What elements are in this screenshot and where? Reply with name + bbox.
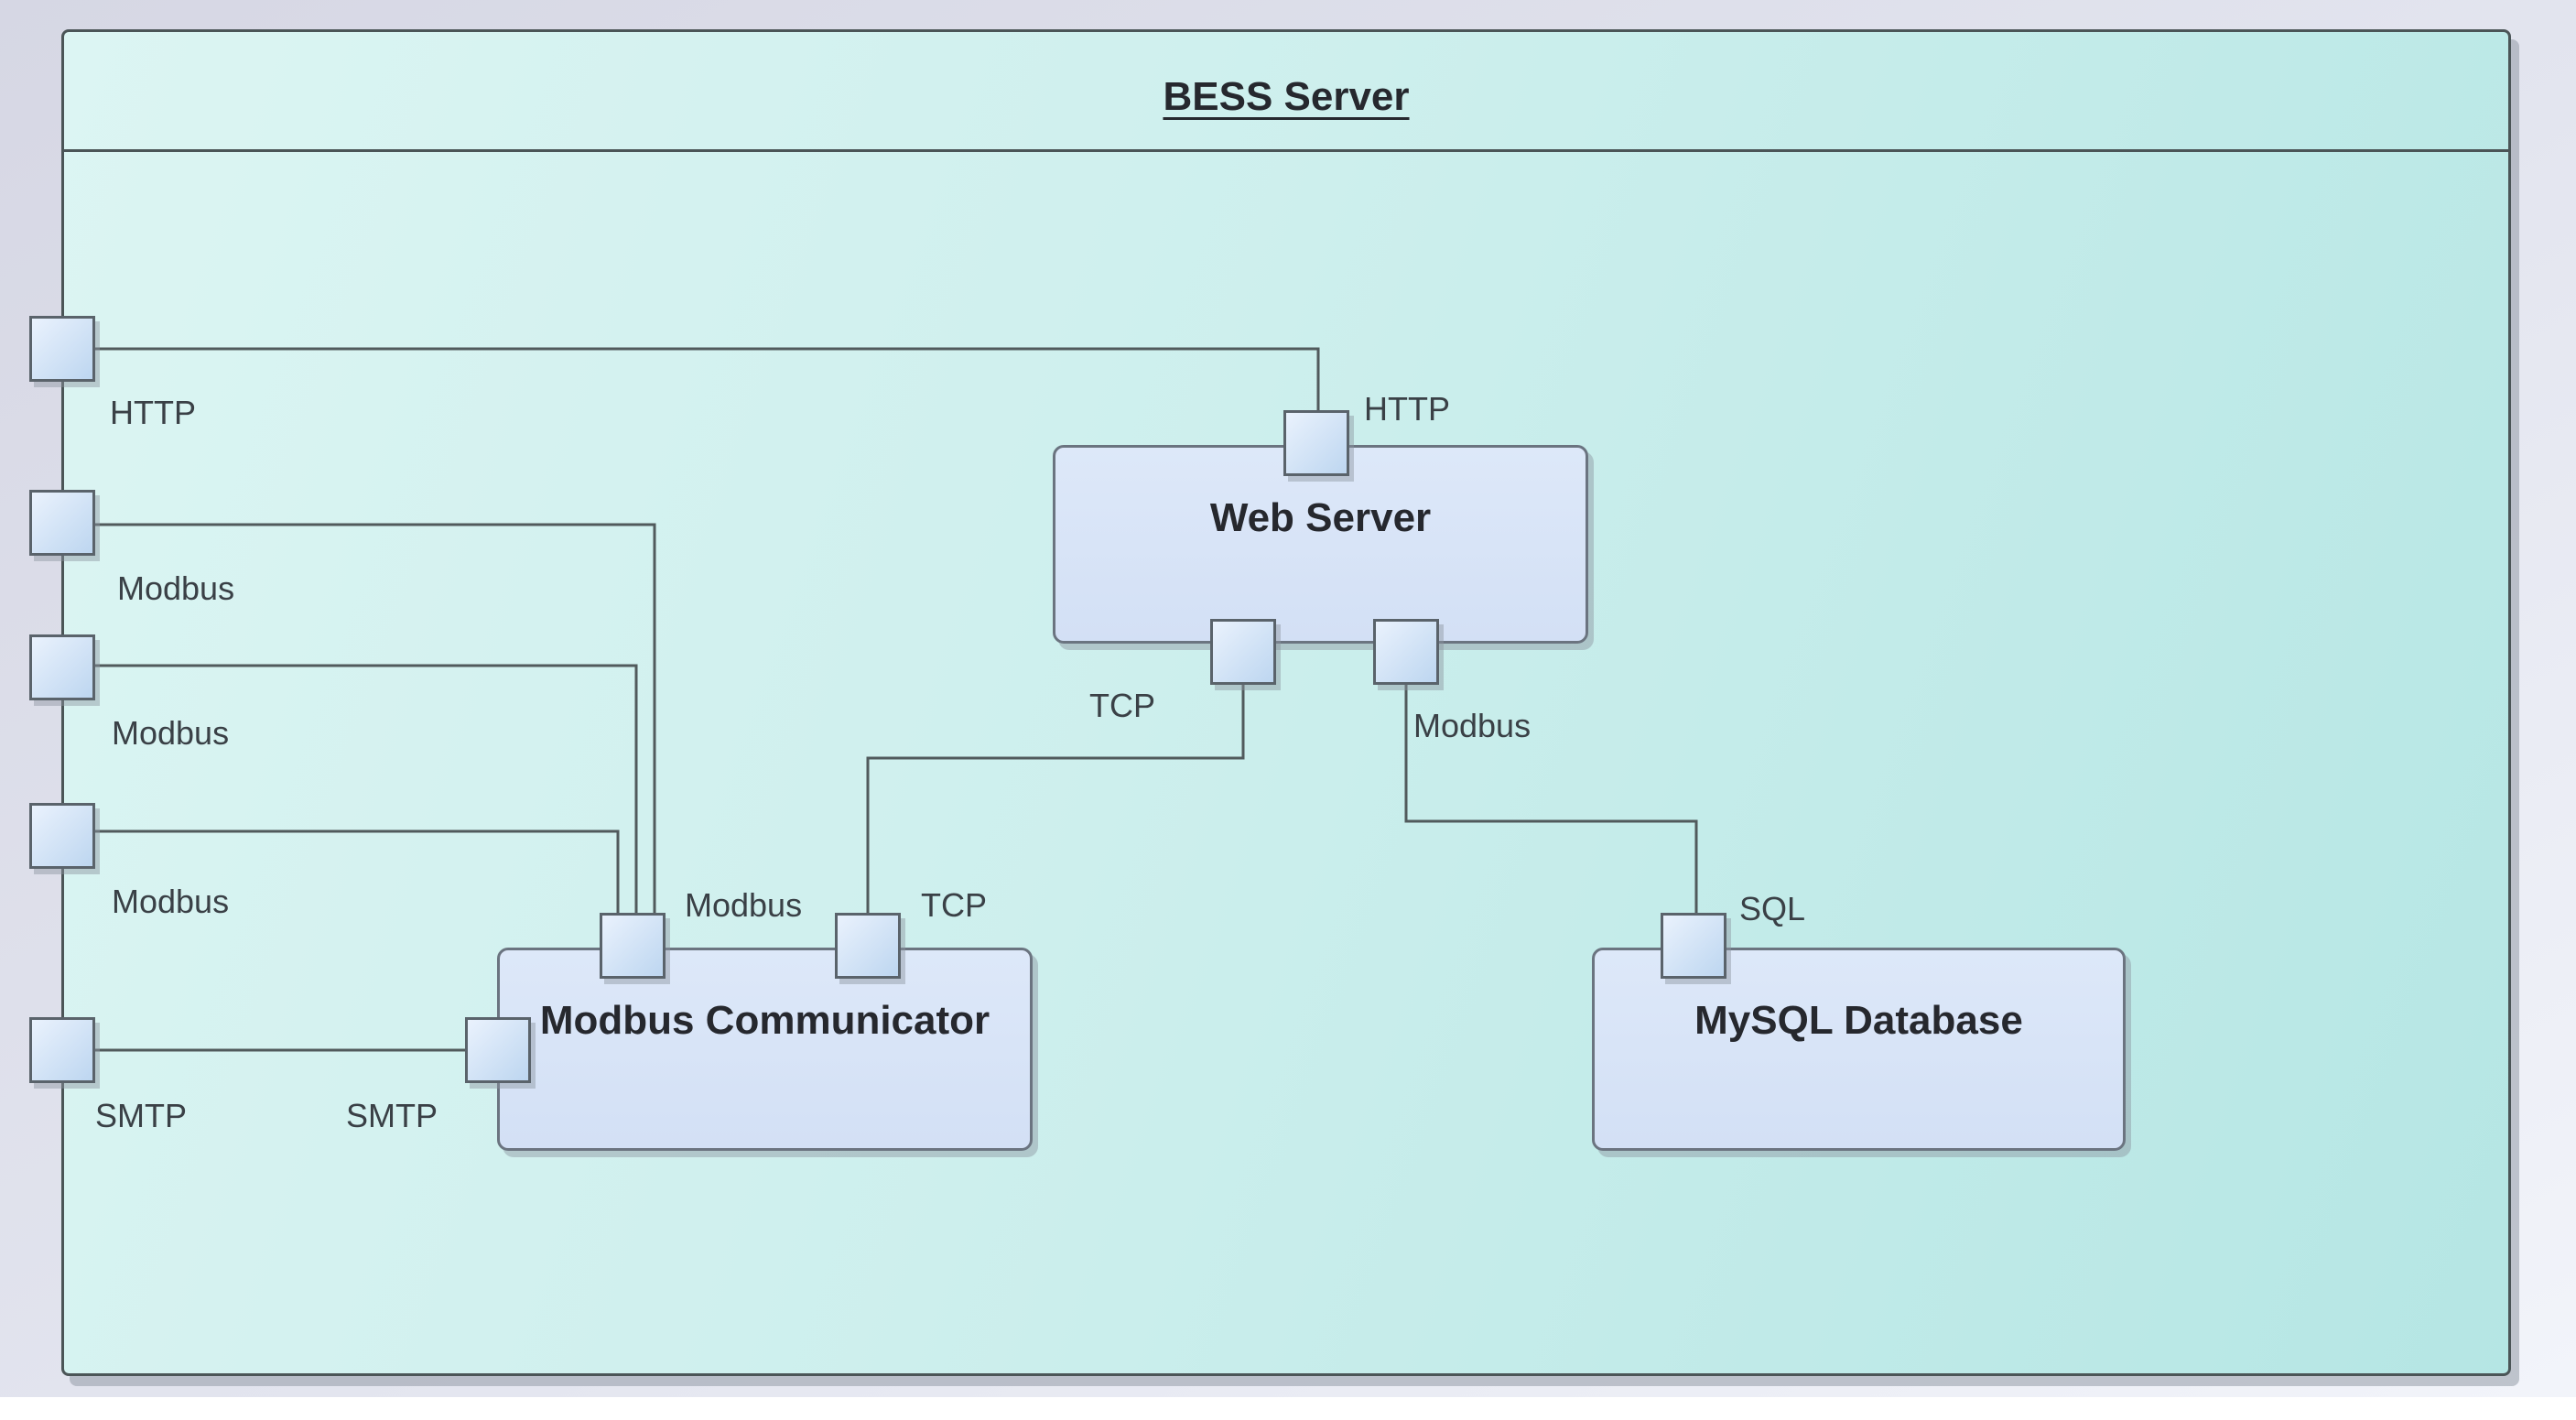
component-modbus-communicator[interactable]: Modbus Communicator xyxy=(497,948,1033,1151)
component-web-server[interactable]: Web Server xyxy=(1053,445,1588,644)
boundary-port-smtp[interactable] xyxy=(29,1017,95,1083)
boundary-name-compartment: BESS Server xyxy=(64,32,2508,152)
boundary-title: BESS Server xyxy=(1163,74,1410,119)
boundary-port-modbus-2[interactable] xyxy=(29,634,95,700)
modbus-communicator-port-modbus[interactable] xyxy=(600,913,666,979)
modbus-communicator-title: Modbus Communicator xyxy=(539,998,990,1043)
connector-http[interactable] xyxy=(94,347,1320,410)
connector-tcp[interactable] xyxy=(866,685,1245,913)
component-mysql-database[interactable]: MySQL Database xyxy=(1592,948,2126,1151)
label-left-modbus-3: Modbus xyxy=(112,883,230,920)
label-left-modbus-2: Modbus xyxy=(112,714,230,752)
modbus-communicator-port-tcp[interactable] xyxy=(835,913,901,979)
web-server-title: Web Server xyxy=(1209,495,1432,540)
boundary-port-http[interactable] xyxy=(29,316,95,382)
connector-modbus-1[interactable] xyxy=(94,523,656,913)
label-left-http: HTTP xyxy=(110,394,196,431)
web-server-port-modbus[interactable] xyxy=(1373,619,1439,685)
connector-modbus-sql[interactable] xyxy=(1404,685,1698,913)
web-server-port-http[interactable] xyxy=(1283,410,1349,476)
label-ws-tcp: TCP xyxy=(1089,687,1155,724)
label-left-smtp: SMTP xyxy=(95,1097,188,1134)
label-mc-smtp: SMTP xyxy=(346,1097,438,1134)
label-mc-tcp: TCP xyxy=(921,886,987,924)
modbus-communicator-port-smtp[interactable] xyxy=(465,1017,531,1083)
label-db-sql: SQL xyxy=(1739,890,1806,927)
boundary-port-modbus-3[interactable] xyxy=(29,803,95,869)
label-mc-modbus: Modbus xyxy=(685,886,803,924)
web-server-port-tcp[interactable] xyxy=(1210,619,1276,685)
mysql-database-port-sql[interactable] xyxy=(1661,913,1726,979)
label-ws-http: HTTP xyxy=(1364,390,1450,428)
label-ws-modbus: Modbus xyxy=(1413,707,1532,744)
label-left-modbus-1: Modbus xyxy=(117,569,235,607)
mysql-database-title: MySQL Database xyxy=(1694,998,2023,1043)
connector-modbus-3[interactable] xyxy=(94,829,620,913)
boundary-port-modbus-1[interactable] xyxy=(29,490,95,556)
connector-modbus-2[interactable] xyxy=(94,664,638,913)
bess-server-boundary[interactable]: BESS Server xyxy=(61,29,2511,1376)
